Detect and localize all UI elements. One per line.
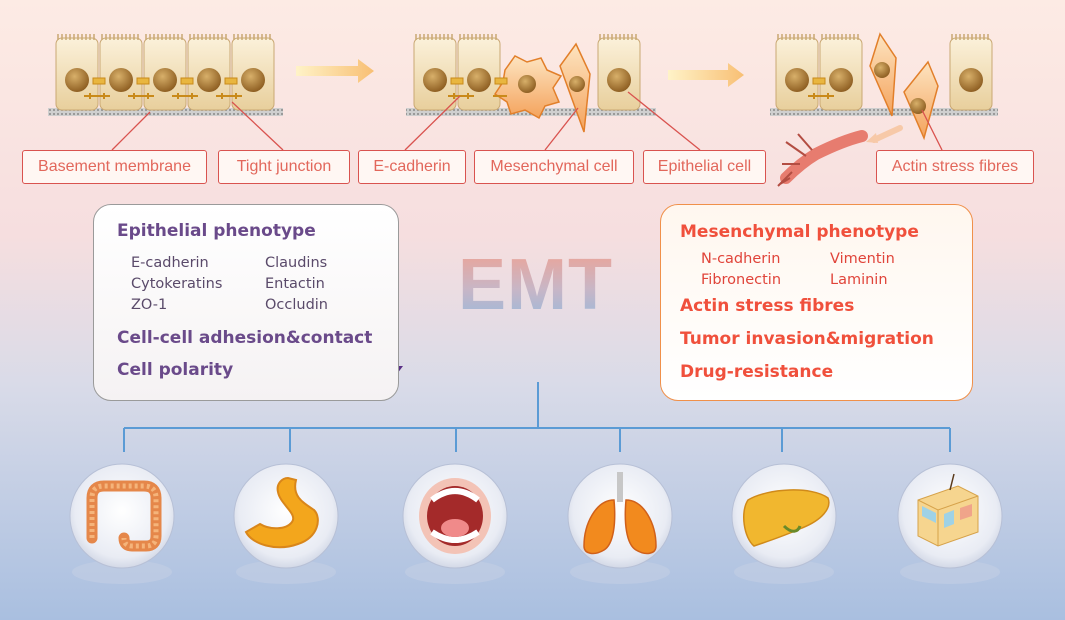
transition-arrow-1 — [296, 59, 374, 83]
skin-icon — [897, 463, 1003, 584]
epithelial-feature: Cell-cell adhesion&contact — [117, 328, 373, 348]
mesenchymal-phenotype-title: Mesenchymal phenotype — [680, 222, 919, 242]
epithelial-marker: E-cadherin — [131, 255, 209, 271]
tight-junction-label: Tight junction — [218, 150, 350, 184]
epithelial-marker: Occludin — [265, 297, 328, 313]
epithelial-sheet-stage-1 — [48, 33, 283, 116]
mesenchymal-feature: Drug-resistance — [680, 362, 834, 382]
epithelial-cell-label: Epithelial cell — [643, 150, 766, 184]
epithelial-phenotype-title: Epithelial phenotype — [117, 221, 316, 241]
mesenchymal-phenotype-box — [660, 204, 973, 401]
actin-stress-fibres-label: Actin stress fibres — [876, 150, 1034, 184]
e-cadherin-label: E-cadherin — [358, 150, 466, 184]
epithelial-marker: Cytokeratins — [131, 276, 223, 292]
lung-icon — [567, 463, 673, 584]
stomach-icon — [233, 463, 339, 584]
label-connectors — [111, 91, 943, 151]
mesenchymal-feature: Tumor invasion&migration — [680, 329, 934, 349]
emt-title: EMT — [458, 245, 613, 325]
mesenchymal-marker: Vimentin — [830, 251, 895, 267]
basement-membrane-label: Basement membrane — [22, 150, 207, 184]
epithelial-sheet-stage-3 — [770, 32, 998, 187]
epithelial-feature: Cell polarity — [117, 360, 234, 380]
colon-icon — [69, 463, 175, 584]
mesenchymal-marker: N-cadherin — [701, 251, 781, 267]
epithelial-marker: Entactin — [265, 276, 325, 292]
mesenchymal-marker: Fibronectin — [701, 272, 782, 288]
transition-arrow-2 — [668, 63, 744, 87]
liver-icon — [731, 463, 837, 584]
epithelial-marker: Claudins — [265, 255, 328, 271]
mesenchymal-marker: Laminin — [830, 272, 888, 288]
mesenchymal-feature: Actin stress fibres — [680, 296, 855, 316]
mouth-icon — [402, 463, 508, 584]
epithelial-sheet-stage-2 — [406, 33, 656, 133]
epithelial-marker: ZO-1 — [131, 297, 168, 313]
mesenchymal-cell-label: Mesenchymal cell — [474, 150, 634, 184]
organ-tree-connector — [123, 382, 951, 452]
epithelial-phenotype-box — [93, 204, 399, 401]
